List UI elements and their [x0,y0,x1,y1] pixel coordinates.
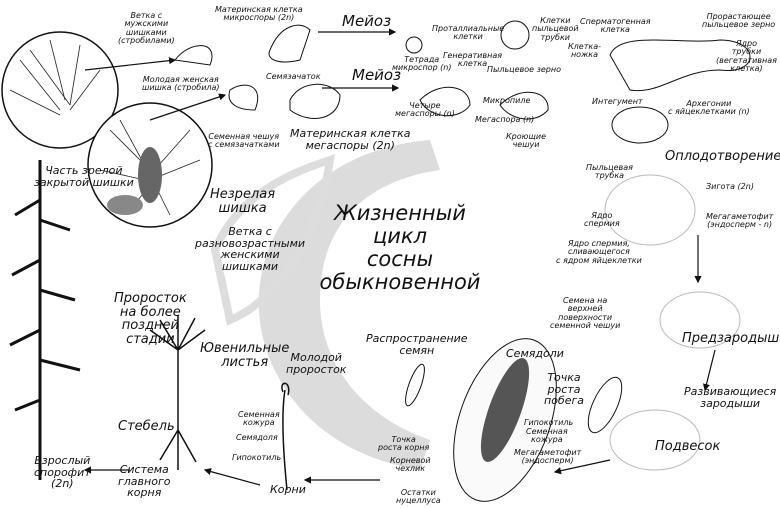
label-zygote: Зигота (2n) [706,182,754,191]
label-later-seedling: Проросток на более поздней стадии [114,291,187,347]
arrow [84,57,177,71]
label-hypocotyl-seedling: Гипокотиль [232,453,282,462]
label-megagametophyte-endosperm: Мегагаметофит (эндосперм) [514,448,582,466]
male-branch-inset [1,31,119,149]
label-cotyledons: Семядоли [506,347,564,360]
label-nucellus-remnants: Остатки нуцеллуса [396,488,441,506]
label-developing-embryos: Развивающиеся зародыши [684,385,777,410]
label-tube-cells: Клетки пыльцевой трубки [532,16,579,42]
background-swirl [258,140,440,470]
label-young-female-cone: Молодая женская шишка (стробила) [142,75,220,93]
label-germinating-pollen: Прорастающее пыльцевое зерно [702,12,776,30]
background-leaf [210,154,335,326]
label-stalk-cell: Клетка- ножка [568,42,601,60]
seeds-on-scale [587,376,623,434]
arrow [149,93,227,121]
label-root-cap: Корневой чехлик [390,456,431,474]
label-microspore-mother-cell: Материнская клетка микроспоры (2n) [215,5,303,23]
label-stem: Стебель [118,419,175,434]
label-pollen-tube: Пыльцевая трубка [586,163,633,181]
label-seed-coat: Семенная кожура [526,427,568,445]
label-young-seedling: Молодой проросток [286,351,347,376]
label-fusing-sperm-nucleus: Ядро спермия, сливающегося с ядром яйцек… [556,239,642,265]
label-taproot-system: Система главного корня [118,463,171,500]
label-roots: Корни [270,483,306,496]
label-bract-scales: Кроющие чешуи [506,132,547,150]
label-shoot-apex: Точка роста побега [544,371,584,408]
developing-embryos [609,409,701,471]
label-megagametophyte-n: Мегагаметофит (эндосперм - n) [706,212,774,230]
label-cotyledon: Семядоля [236,433,278,442]
diagram-title: Жизненный цикл сосны обыкновенной [319,201,481,295]
label-tube-nucleus: Ядро трубки (вегетативная клетка) [716,39,777,74]
label-archegonia: Архегонии с яйцеклетками (n) [668,99,750,117]
label-suspensor: Подвесок [655,439,721,454]
label-megaspore: Мегаспора (n) [475,115,535,124]
label-seed-coat-seedling: Семенная кожура [238,410,280,428]
arrow [553,459,611,475]
label-meiosis-2: Мейоз [352,66,402,84]
seedling-juvenile [149,315,206,470]
label-microspore-tetrad: Тетрада микроспор (n) [392,55,452,73]
label-adult-sporophyte: Взрослый спорофит (2n) [34,454,91,491]
label-micropyle: Микропиле [483,96,531,105]
label-sperm-nucleus: Ядро спермия [584,211,620,229]
young-seedling [281,382,290,491]
label-megaspore-mother-cell: Материнская клетка мегаспоры (2n) [290,127,411,152]
label-male-branch: Ветка с мужскими шишками (стробилами) [118,11,175,46]
label-four-megaspores: Четыре мегаспоры (n) [395,101,455,119]
label-mature-cone-part: Часть зрелой закрытой шишки [34,164,134,189]
fertilization [604,174,696,246]
adult-tree [9,160,81,480]
label-seed-scale: Семенная чешуя с семязачатками [208,132,280,150]
dispersed-seed [405,363,425,407]
cone [138,147,162,203]
label-prothallial-cells: Проталлиальные клетки [432,24,505,42]
label-proembryos: Предзародыши [682,331,780,346]
label-seeds-on-scale: Семена на верхней поверхности семенной ч… [550,296,621,331]
arrow [702,349,716,392]
label-spermatogenous-cell: Сперматогенная клетка [580,17,651,35]
label-integument: Интегумент [592,97,643,106]
label-female-cone-branch: Ветка с разновозрастными женскими шишкам… [195,225,306,273]
label-meiosis-1: Мейоз [342,12,392,30]
label-seed-dispersal: Распространение семян [366,332,468,357]
label-pollen-grain: Пыльцевое зерно [487,65,561,74]
label-ovule: Семязачаток [266,72,321,81]
label-fertilization: Оплодотворение [665,149,780,164]
arrow [203,468,261,486]
archegonia [611,106,669,144]
label-root-apex: Точка роста корня [378,435,430,453]
label-immature-cone: Незрелая шишка [210,187,276,216]
label-juvenile-leaves: Ювенильные листья [200,341,290,370]
label-hypocotyl-seed: Гипокотиль [524,418,574,427]
pollen-grain-germinating [609,39,751,92]
proembryo [659,291,741,349]
label-generative-cell: Генеративная клетка [443,51,503,69]
